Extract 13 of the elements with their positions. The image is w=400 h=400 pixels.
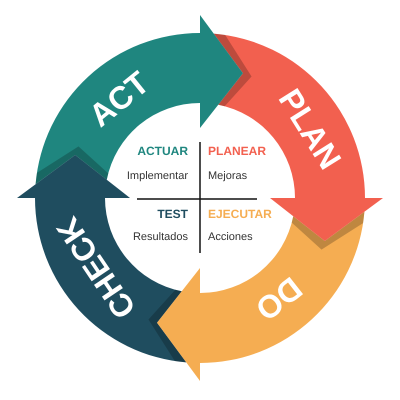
- quadrant-text: Mejoras: [208, 169, 248, 183]
- arrowhead: [270, 198, 383, 241]
- quadrant-heading: PLANEAR: [208, 144, 266, 158]
- arrowhead: [17, 155, 130, 198]
- quadrant-text: Resultados: [132, 230, 188, 244]
- arrowhead: [200, 15, 243, 128]
- quadrant-text: Acciones: [208, 230, 253, 244]
- quadrant-heading: ACTUAR: [137, 144, 188, 158]
- quadrant-text: Implementar: [126, 169, 188, 183]
- arrowhead: [157, 268, 200, 381]
- quadrant-heading: EJECUTAR: [208, 207, 272, 221]
- phase-label: DO: [250, 271, 308, 326]
- quadrant-heading: TEST: [157, 207, 188, 221]
